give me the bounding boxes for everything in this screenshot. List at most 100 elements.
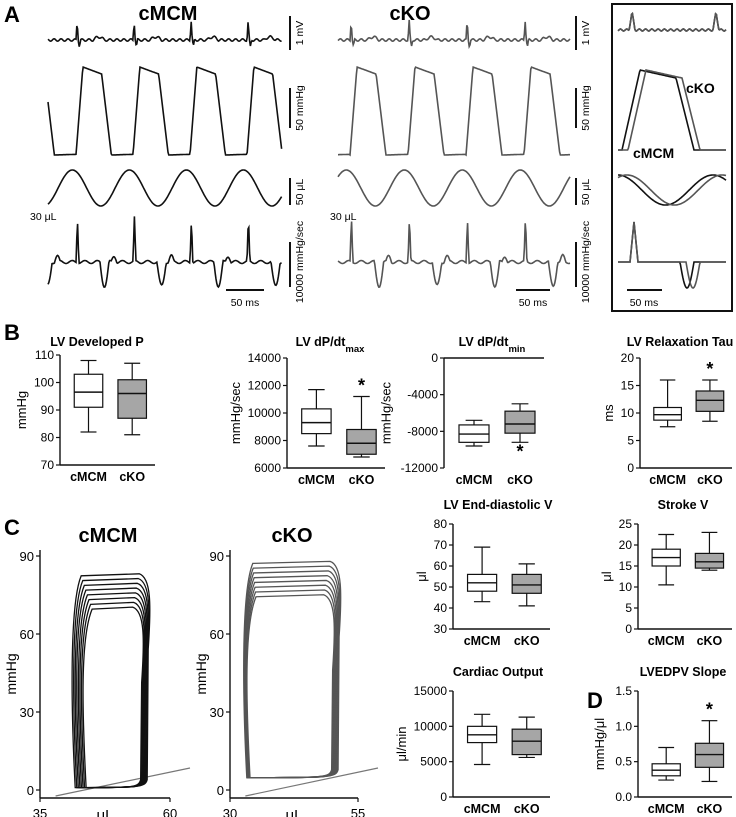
overlay-trace-dpdt-cko — [618, 221, 726, 289]
box-cko — [511, 728, 542, 756]
category-label: cMCM — [648, 802, 685, 816]
trace-ecg-cko — [337, 19, 571, 50]
y-tick-label: 0 — [440, 790, 447, 804]
pv-x-tick-label: 30 — [223, 806, 237, 817]
trace-dpdt-cmcm — [47, 216, 282, 289]
overlay-label-cmcm: cMCM — [633, 145, 674, 161]
y-tick-label: 15 — [621, 379, 635, 393]
pv-loop-cycle — [80, 601, 145, 789]
y-tick-label: 110 — [35, 348, 54, 362]
boxplot-title-sub: max — [345, 344, 365, 355]
y-tick-label: 0 — [625, 622, 632, 636]
edpvr-line — [55, 767, 191, 797]
volume-offset-cko: 30 μL — [330, 211, 357, 223]
traces-cko — [337, 19, 571, 289]
scale-label-ul: 50 μL — [294, 179, 306, 206]
y-tick-label: 0 — [627, 461, 634, 475]
box-cmcm — [301, 408, 332, 435]
pv-loop-cycle — [74, 582, 149, 789]
y-tick-label: 14000 — [248, 351, 282, 365]
significance-star: * — [358, 376, 365, 396]
category-label: cKO — [349, 473, 375, 487]
panel-letter-c: C — [4, 515, 20, 540]
y-tick-label: 8000 — [254, 434, 281, 448]
overlay-trace-pressure-cko — [618, 69, 726, 151]
pv-y-tick-label: 90 — [20, 549, 34, 564]
y-tick-label: 40 — [434, 601, 448, 615]
y-axis-label: μl — [599, 571, 614, 581]
panel-letter-a: A — [4, 2, 20, 27]
y-axis-label: mmHg/sec — [228, 381, 243, 444]
traces-cmcm — [47, 21, 283, 289]
y-tick-label: -12000 — [401, 461, 439, 475]
scalebars-cmcm — [226, 16, 291, 291]
y-tick-label: 5000 — [420, 755, 447, 769]
category-label: cMCM — [648, 634, 685, 648]
y-tick-label: 10000 — [414, 719, 448, 733]
y-axis-label: μl — [414, 571, 429, 581]
boxplot-title: LV Developed P — [50, 335, 144, 349]
box-cko — [117, 379, 148, 419]
traces-title-cko: cKO — [389, 3, 430, 25]
pv-loop-cycle — [245, 584, 337, 779]
y-axis-label: ms — [601, 404, 616, 422]
trace-pressure-cko — [338, 65, 570, 157]
overlay-trace-volume-cko — [617, 174, 727, 206]
scale-label-dpdt-cko: 10000 mmHg/sec — [580, 221, 592, 303]
y-tick-label: 80 — [41, 431, 55, 445]
pv-loop-cycle — [246, 594, 335, 779]
y-tick-label: 1.0 — [615, 719, 632, 733]
pv-x-tick-label: 55 — [351, 806, 365, 817]
boxplot-title: LV dP/dtmax — [296, 335, 365, 355]
significance-star: * — [706, 359, 713, 379]
trace-volume-cmcm — [47, 169, 283, 207]
scale-label-mmhg: 50 mmHg — [294, 85, 306, 131]
pv-y-tick-label: 30 — [20, 705, 34, 720]
category-label: cKO — [119, 470, 145, 484]
boxplot-title-sub: min — [508, 344, 525, 355]
scale-label-mv-cko: 1 mV — [580, 21, 592, 46]
category-label: cKO — [697, 802, 723, 816]
y-tick-label: 5 — [627, 434, 634, 448]
pv-loop-cycle — [76, 587, 148, 789]
boxplot-title: LV End-diastolic V — [444, 498, 553, 512]
pv-loop-cycle — [244, 575, 339, 779]
y-tick-label: 6000 — [254, 461, 281, 475]
y-tick-label: 20 — [619, 538, 633, 552]
y-tick-label: 20 — [621, 351, 635, 365]
pv-loop-cycle — [243, 570, 340, 779]
traces-overlay — [617, 12, 727, 289]
y-tick-label: 15000 — [414, 684, 448, 698]
boxplot-1: LV dP/dtmax60008000100001200014000mmHg/s… — [228, 335, 385, 487]
scale-label-mv: 1 mV — [294, 21, 306, 46]
trace-dpdt-cko — [337, 221, 571, 289]
box-cko — [694, 552, 725, 569]
box-cko — [346, 428, 377, 455]
category-label: cMCM — [464, 802, 501, 816]
y-tick-label: 10 — [619, 580, 633, 594]
box-cmcm — [653, 406, 682, 421]
y-tick-label: 15 — [619, 559, 633, 573]
y-tick-label: 50 — [434, 580, 448, 594]
scale-label-ul-cko: 50 μL — [580, 179, 592, 206]
y-axis-label: mmHg — [14, 391, 29, 429]
scale-label-mmhg-cko: 50 mmHg — [580, 85, 592, 131]
overlay-frame — [611, 3, 733, 312]
y-tick-label: 100 — [34, 376, 54, 390]
category-label: cMCM — [70, 470, 107, 484]
trace-ecg-cmcm — [47, 21, 282, 47]
y-tick-label: 70 — [434, 538, 448, 552]
pv-loop-title: cMCM — [79, 525, 138, 547]
box-cko — [694, 742, 725, 768]
overlay-label-cko: cKO — [686, 80, 715, 96]
pv-y-tick-label: 60 — [20, 627, 34, 642]
category-label: cMCM — [456, 473, 493, 487]
pv-y-tick-label: 90 — [210, 549, 224, 564]
pv-loop-cycle — [244, 579, 338, 779]
